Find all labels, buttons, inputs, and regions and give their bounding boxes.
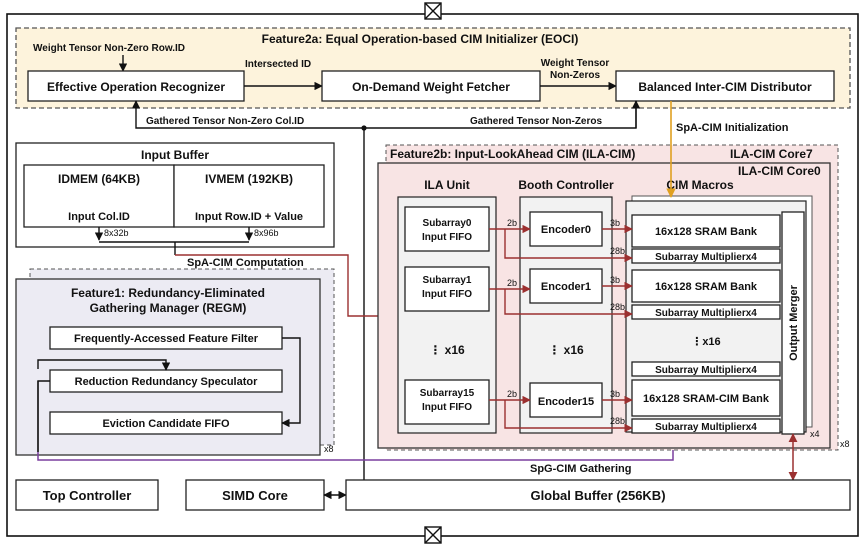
bits-2b-0: 2b: [507, 218, 517, 228]
cim-macros-label: CIM Macros: [666, 178, 734, 192]
top-io-port-icon: [424, 2, 442, 20]
bits-3b-15: 3b: [610, 389, 620, 399]
ila-x8: x8: [840, 439, 850, 449]
top-controller-label: Top Controller: [43, 488, 132, 503]
ila-title: Feature2b: Input-LookAhead CIM (ILA-CIM): [390, 147, 635, 161]
sram0-label: 16x128 SRAM Bank: [655, 226, 758, 238]
sub15-line1: Subarray15: [420, 388, 475, 399]
cim-x16: ⋮x16: [691, 336, 720, 348]
gathered-col-id-label: Gathered Tensor Non-Zero Col.ID: [146, 116, 304, 127]
fetcher-label: On-Demand Weight Fetcher: [352, 80, 510, 94]
speculator-label: Reduction Redundancy Speculator: [75, 376, 258, 388]
mul2-label: Subarray Multiplierx4: [655, 365, 757, 376]
top-controller: [15, 479, 159, 511]
sram1-label: 16x128 SRAM Bank: [655, 281, 758, 293]
on-demand-weight-fetcher: [321, 70, 541, 102]
ivmem-block: [173, 164, 325, 228]
cim-x4: x4: [810, 429, 820, 439]
distributor-label: Balanced Inter-CIM Distributor: [638, 80, 812, 94]
ila-x16: ⋮ x16: [429, 343, 465, 357]
bits-2b-1: 2b: [507, 278, 517, 288]
core7-label: ILA-CIM Core7: [730, 147, 813, 161]
ila-unit-label: ILA Unit: [424, 178, 470, 192]
multiplier-2: [631, 361, 781, 377]
weight-tensor-label: Weight Tensor: [541, 58, 610, 69]
global-buffer: [345, 479, 851, 511]
subarray15-fifo: [404, 379, 490, 425]
bits-3b-0: 3b: [610, 218, 620, 228]
encoder15-label: Encoder15: [538, 396, 594, 408]
feature-filter-label: Frequently-Accessed Feature Filter: [74, 333, 259, 345]
bits-28b-15: 28b: [610, 416, 625, 426]
bits-2b-15: 2b: [507, 389, 517, 399]
spg-label: SpG-CIM Gathering: [530, 463, 631, 475]
intersected-id-label: Intersected ID: [245, 59, 311, 70]
global-buffer-label: Global Buffer (256KB): [530, 488, 665, 503]
sub15-line2: Input FIFO: [422, 402, 472, 413]
mul0-label: Subarray Multiplierx4: [655, 252, 757, 263]
width-8x96b: 8x96b: [254, 228, 279, 238]
bits-3b-1: 3b: [610, 275, 620, 285]
sram15-label: 16x128 SRAM-CIM Bank: [643, 393, 770, 405]
output-merger-label: Output Merger: [788, 284, 800, 360]
balanced-inter-cim-distributor: [615, 70, 835, 102]
sub1-line1: Subarray1: [423, 275, 472, 286]
width-8x32b: 8x32b: [104, 228, 129, 238]
sub0-line2: Input FIFO: [422, 232, 472, 243]
spa-init-label: SpA-CIM Initialization: [676, 122, 789, 134]
eviction-fifo-label: Eviction Candidate FIFO: [102, 418, 230, 430]
subarray1-fifo: [404, 266, 490, 312]
ivmem-label: IVMEM (192KB): [205, 172, 293, 186]
bits-28b-1: 28b: [610, 302, 625, 312]
input-col-id-label: Input Col.ID: [68, 211, 130, 223]
core0-label: ILA-CIM Core0: [738, 164, 821, 178]
idmem-block: [23, 164, 175, 228]
regm-x8: x8: [324, 444, 334, 454]
gathered-nonzeros-label: Gathered Tensor Non-Zeros: [470, 116, 602, 127]
sram-bank-1: [631, 269, 781, 303]
encoder0-label: Encoder0: [541, 224, 591, 236]
sub0-line1: Subarray0: [423, 218, 472, 229]
sram-cim-bank-15: [631, 379, 781, 417]
mul15-label: Subarray Multiplierx4: [655, 422, 757, 433]
mul1-label: Subarray Multiplierx4: [655, 308, 757, 319]
input-row-id-label: Input Row.ID + Value: [195, 211, 303, 223]
input-buffer-title: Input Buffer: [141, 148, 209, 162]
bottom-io-port-icon: [424, 526, 442, 544]
regm-title-2: Gathering Manager (REGM): [90, 301, 247, 315]
bits-28b-0: 28b: [610, 246, 625, 256]
eoci-title: Feature2a: Equal Operation-based CIM Ini…: [262, 32, 579, 46]
recognizer-label: Effective Operation Recognizer: [47, 80, 225, 94]
encoder1: [529, 268, 603, 304]
regm-title-1: Feature1: Redundancy-Eliminated: [71, 286, 265, 300]
sub1-line2: Input FIFO: [422, 289, 472, 300]
booth-label: Booth Controller: [518, 178, 614, 192]
spa-computation-label: SpA-CIM Computation: [187, 257, 304, 269]
weight-row-id-label: Weight Tensor Non-Zero Row.ID: [33, 43, 185, 54]
encoder0: [529, 211, 603, 247]
subarray0-fifo: [404, 206, 490, 252]
simd-core-label: SIMD Core: [222, 488, 288, 503]
non-zeros-label: Non-Zeros: [550, 70, 600, 81]
encoder1-label: Encoder1: [541, 281, 591, 293]
booth-x16: ⋮ x16: [548, 343, 584, 357]
idmem-label: IDMEM (64KB): [58, 172, 140, 186]
